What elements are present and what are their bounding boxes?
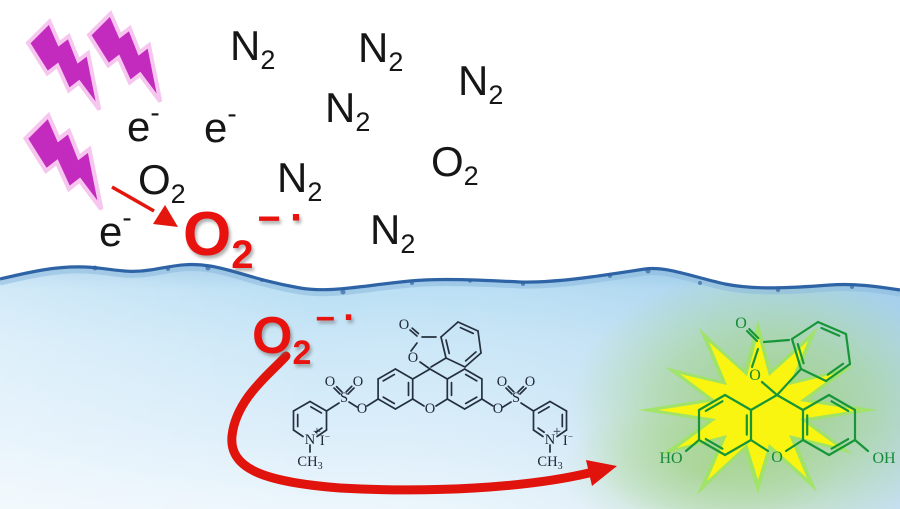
n2-label: N2 [370, 206, 415, 259]
n2-label: N2 [230, 22, 275, 75]
sulfur-right-label: S [512, 390, 520, 406]
bubble [205, 265, 211, 271]
double-bond-inner-line [445, 339, 451, 355]
double-bond-inner-line [517, 385, 525, 393]
lactone-o-label: O [408, 350, 418, 366]
sulfonyl-o-left-1: O [325, 374, 335, 390]
double-bond-inner-line [507, 385, 515, 393]
pyridinium-plus-left: + [313, 424, 321, 440]
double-bond-inner-line [820, 326, 841, 337]
double-bond-inner-line [704, 400, 724, 413]
double-bond-inner-line [464, 373, 478, 382]
methyl-left: CH3 [297, 454, 322, 472]
reaction-arrow-shaft [227, 351, 594, 495]
probe-labels: O O O O S O O N + I− CH3 O S O O N + I− … [297, 317, 573, 472]
sulfonyl-o-right-2: O [525, 374, 535, 390]
electron-arrow [111, 185, 178, 227]
sulfur-left-label: S [340, 390, 348, 406]
gas-labels-group: N2 N2 N2 N2 N2 N2 O2 O2 e- e- e- [99, 22, 503, 259]
bubble [166, 267, 170, 271]
double-bond-inner-line [315, 427, 323, 434]
starburst-inner [658, 335, 858, 481]
electron-arrow-shaft [111, 185, 155, 213]
double-bond-inner-line [310, 405, 323, 414]
ester-o-left-label: O [357, 401, 367, 417]
pyridinium-n-right: N [545, 432, 556, 448]
bubble [698, 281, 702, 285]
double-bond-inner-line [748, 328, 760, 340]
electron-label: e- [99, 202, 132, 255]
double-bond-inner-line [345, 385, 353, 393]
o2-label: O2 [431, 138, 479, 191]
bubble [410, 281, 414, 285]
ester-o-right-label: O [493, 401, 503, 417]
n2-label: N2 [277, 154, 322, 207]
pyridinium-plus-right: + [553, 424, 561, 440]
iodide-right: I− [563, 433, 573, 449]
double-bond-inner-line [382, 373, 396, 382]
bubble [468, 279, 472, 283]
bubble [260, 278, 264, 282]
probe-molecule [292, 321, 568, 453]
bubble [608, 274, 612, 278]
reaction-arrowhead [586, 460, 617, 486]
carbonyl-o-label: O [735, 315, 747, 332]
bubble [92, 265, 98, 271]
surface-bubbles [92, 265, 854, 295]
fluorescein-molecule [684, 320, 870, 457]
bubble [645, 268, 651, 274]
o2-label: O2 [138, 156, 186, 209]
carbonyl-o-label: O [399, 317, 409, 333]
superoxide-label-water: O2−· [252, 297, 356, 372]
electron-label: e- [127, 97, 160, 150]
starburst [638, 320, 878, 495]
sulfonyl-o-left-2: O [353, 374, 363, 390]
surface-line [0, 262, 900, 292]
xanthene-o-label: O [425, 401, 435, 417]
oh-label: OH [872, 450, 896, 467]
lightning-bolt-icon [20, 112, 126, 218]
sulfonyl-o-right-1: O [497, 374, 507, 390]
double-bond-inner-line [464, 396, 478, 405]
double-bond-inner-line [464, 351, 477, 362]
double-bond-inner-line [382, 396, 396, 405]
iodide-left: I− [320, 433, 330, 449]
reaction-arrow [227, 351, 617, 495]
pyridinium-n-left: N [305, 432, 316, 448]
n2-label: N2 [458, 57, 503, 110]
double-bond-inner-line [335, 385, 343, 393]
n2-label: N2 [358, 24, 403, 77]
bubble [850, 285, 854, 289]
water-surface [0, 262, 900, 297]
bubble [775, 287, 781, 293]
xanthene-o-label: O [771, 449, 783, 466]
double-bond-inner-line [537, 427, 545, 434]
surface-highlight [0, 266, 900, 297]
ho-label: HO [659, 450, 682, 467]
electron-arrowhead [153, 205, 178, 227]
double-bond-inner-line [459, 326, 475, 335]
double-bond-inner-line [830, 400, 850, 413]
n2-label: N2 [325, 84, 370, 137]
fluorescein-labels: O O O HO OH [659, 315, 896, 467]
double-bond-inner-line [537, 405, 550, 414]
double-bond-inner-line [830, 437, 850, 450]
bubble [521, 282, 525, 286]
electron-label: e- [204, 98, 237, 151]
double-bond-inner-line [704, 437, 724, 450]
double-bond-inner-line [796, 342, 805, 365]
lactone-o-label: O [749, 367, 761, 384]
bubble [340, 289, 346, 295]
double-bond-inner-line [411, 327, 420, 335]
double-bond-inner-line [826, 362, 845, 376]
methyl-right: CH3 [537, 454, 562, 472]
superoxide-label-air: O2−· [183, 193, 305, 277]
